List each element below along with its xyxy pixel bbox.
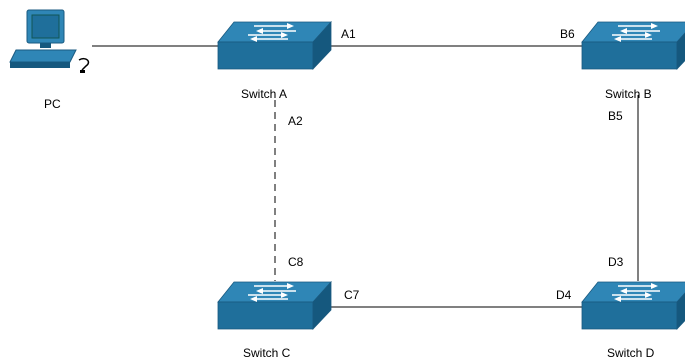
port-b5-label: B5: [608, 109, 623, 123]
switch-c-icon: [217, 281, 332, 330]
switch-a-label: Switch A: [241, 87, 287, 101]
port-a2-label: A2: [288, 114, 303, 128]
switch-b-label: Switch B: [605, 87, 652, 101]
port-c7-label: C7: [344, 288, 360, 302]
port-a1-label: A1: [341, 27, 356, 41]
switch-c-label: Switch C: [243, 346, 291, 360]
port-c8-label: C8: [288, 255, 304, 269]
port-d3-label: D3: [608, 255, 624, 269]
switch-d-label: Switch D: [607, 346, 655, 360]
switch-a-icon: [217, 21, 332, 70]
switch-b-icon: [581, 21, 685, 70]
switch-d-icon: [581, 281, 685, 330]
port-d4-label: D4: [556, 288, 572, 302]
pc-icon: [9, 9, 90, 73]
pc-label: PC: [44, 97, 61, 111]
port-b6-label: B6: [560, 27, 575, 41]
